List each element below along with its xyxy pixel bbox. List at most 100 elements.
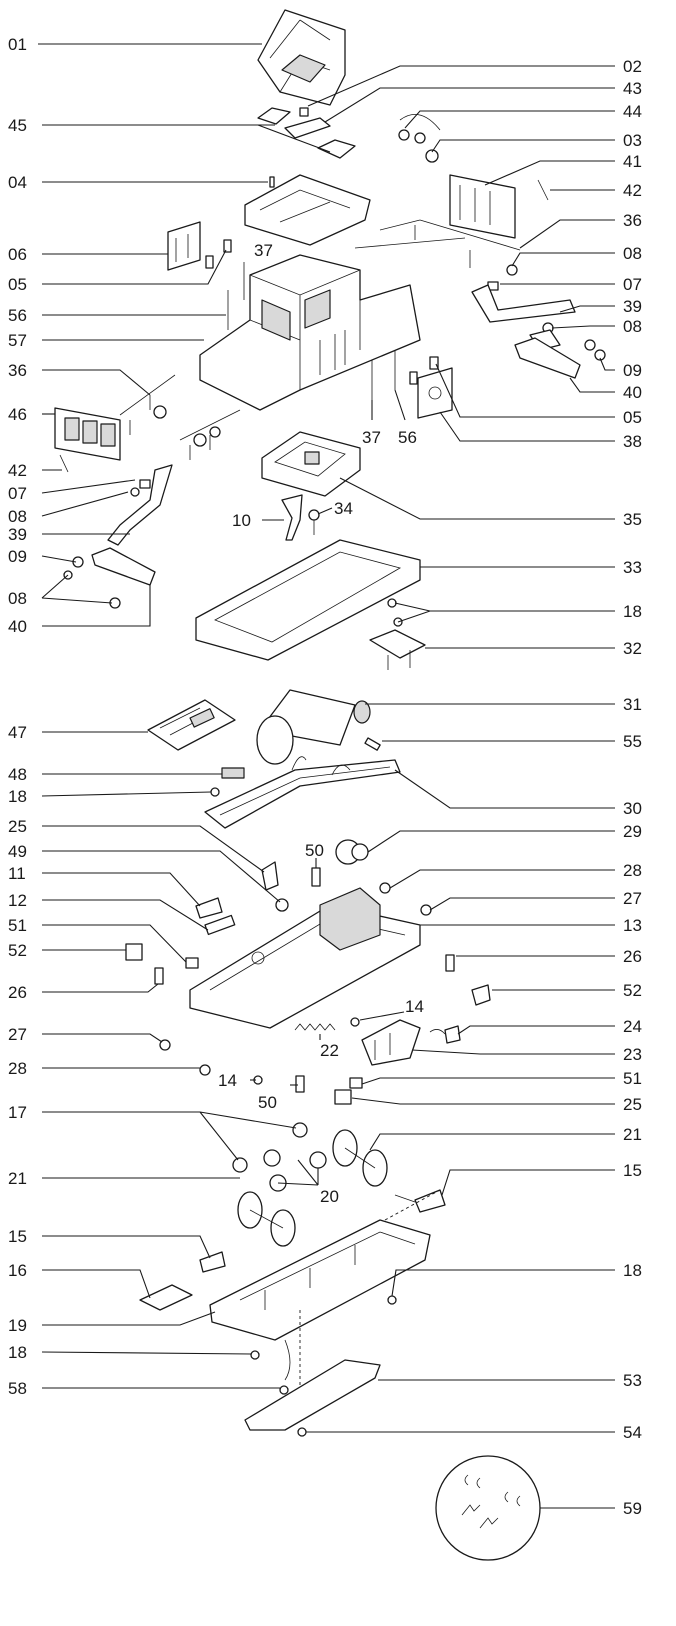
part-13-chassis: [189, 887, 421, 1029]
label-18-board: 18: [8, 787, 27, 806]
part-32-bracket: [369, 629, 426, 670]
part-17-bushes: [232, 1122, 308, 1173]
label-56-bottom: 56: [398, 428, 417, 447]
label-14-top: 14: [405, 997, 424, 1016]
label-25-right: 25: [623, 1095, 642, 1114]
part-45-lamps: [257, 107, 356, 159]
label-51-left: 51: [8, 916, 27, 935]
label-49: 49: [8, 842, 27, 861]
label-36-top: 36: [623, 211, 642, 230]
label-06: 06: [8, 245, 27, 264]
label-07-top: 07: [623, 275, 642, 294]
label-47: 47: [8, 723, 27, 742]
label-10: 10: [232, 511, 251, 530]
label-52-left: 52: [8, 941, 27, 960]
part-10-wire: [281, 494, 303, 541]
part-40-footplate-left: [91, 547, 156, 586]
part-37-56-rods-right: [371, 350, 396, 400]
label-09-left: 09: [8, 547, 27, 566]
part-18-screws-top: [387, 598, 403, 627]
label-58: 58: [8, 1379, 27, 1398]
part-12: [204, 914, 236, 936]
part-15-right: [394, 1189, 446, 1213]
label-40-right: 40: [623, 383, 642, 402]
part-47-pcb: [147, 699, 236, 751]
part-46-plate: [54, 407, 121, 461]
part-57-body: [199, 254, 421, 411]
part-37-rods: [227, 262, 245, 330]
label-55: 55: [623, 732, 642, 751]
label-25-top: 25: [8, 817, 27, 836]
part-51-52-left: [125, 943, 199, 969]
label-48: 48: [8, 765, 27, 784]
label-08-lower: 08: [8, 589, 27, 608]
part-26-left: [154, 967, 164, 985]
part-48-connector: [221, 767, 245, 779]
part-22-spring: [294, 1023, 336, 1031]
label-12: 12: [8, 891, 27, 910]
part-43-bracket: [284, 117, 331, 139]
part-25-clip: [261, 861, 279, 891]
part-06-plate: [167, 221, 201, 271]
label-50-top: 50: [305, 841, 324, 860]
label-39-top: 39: [623, 297, 642, 316]
part-11: [195, 897, 223, 919]
label-21-right: 21: [623, 1125, 642, 1144]
label-11: 11: [8, 864, 26, 883]
label-43: 43: [623, 79, 642, 98]
part-44-wire: [398, 113, 441, 144]
label-23: 23: [623, 1045, 642, 1064]
label-53: 53: [623, 1371, 642, 1390]
part-38-plate: [417, 367, 453, 419]
label-18-bottom: 18: [8, 1343, 27, 1362]
part-03: [425, 149, 439, 163]
label-04: 04: [8, 173, 27, 192]
label-05-top: 05: [8, 275, 27, 294]
part-cab-floor: [244, 174, 371, 246]
part-21-wheelset-right: [332, 1129, 388, 1187]
part-01-cab-roof: [257, 9, 346, 106]
label-22: 22: [320, 1041, 339, 1060]
part-39-step-left: [107, 464, 173, 546]
label-42-left: 42: [8, 461, 27, 480]
label-08-left: 08: [8, 507, 27, 526]
label-46: 46: [8, 405, 27, 424]
part-33-frame: [195, 539, 421, 661]
label-42-top: 42: [623, 181, 642, 200]
label-40-left: 40: [8, 617, 27, 636]
label-45: 45: [8, 116, 27, 135]
part-34-screw: [308, 509, 320, 535]
label-26-left: 26: [8, 983, 27, 1002]
leader-lines: [38, 43, 615, 1509]
part-36-handrails: [354, 219, 521, 268]
part-05-clip-right: [409, 356, 439, 385]
part-51-25-lower: [334, 1077, 363, 1105]
label-27-right: 27: [623, 889, 642, 908]
label-01: 01: [8, 35, 27, 54]
label-17: 17: [8, 1103, 27, 1122]
label-28-left: 28: [8, 1059, 27, 1078]
label-54: 54: [623, 1423, 642, 1442]
part-18-screw-b: [210, 787, 220, 797]
label-26-right: 26: [623, 947, 642, 966]
part-24: [429, 1025, 461, 1044]
part-39-step-right: [471, 284, 576, 323]
part-58: [279, 1339, 291, 1395]
label-37-bottom: 37: [362, 428, 381, 447]
label-19: 19: [8, 1316, 27, 1335]
label-18-bogie: 18: [623, 1261, 642, 1280]
label-28-right: 28: [623, 861, 642, 880]
part-07-08-right: [487, 264, 518, 291]
part-55: [364, 737, 381, 751]
part-15-left: [199, 1251, 226, 1273]
part-53-plate: [244, 1359, 381, 1431]
label-29: 29: [623, 822, 642, 841]
label-31: 31: [623, 695, 642, 714]
part-14-screw: [350, 1017, 360, 1027]
part-23-holder: [361, 1019, 421, 1066]
part-50-clip: [311, 867, 321, 887]
part-26-52-right: [445, 954, 491, 1006]
label-44: 44: [623, 102, 642, 121]
label-59: 59: [623, 1499, 642, 1518]
